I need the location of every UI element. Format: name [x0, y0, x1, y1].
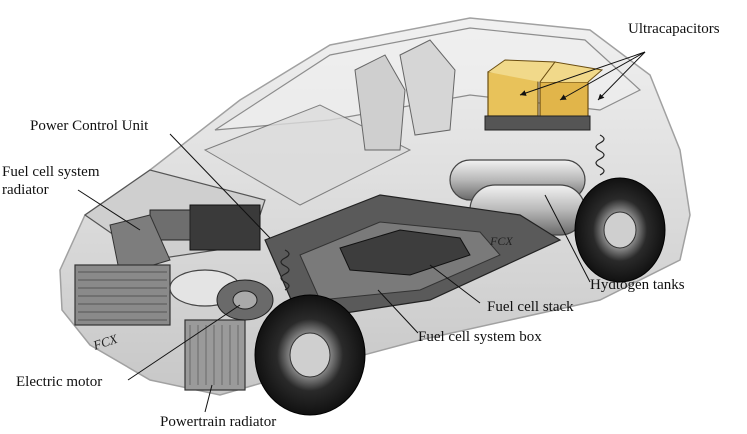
label-hydrogen-tanks: Hydtogen tanks	[590, 277, 685, 293]
label-fuel-cell-system-radiator-line1: Fuel cell system	[2, 164, 100, 180]
label-fuel-cell-system-radiator-line2: radiator	[2, 182, 49, 198]
label-fuel-cell-system-box: Fuel cell system box	[418, 329, 542, 345]
ultracapacitor-pack	[484, 59, 604, 131]
engine-bay	[109, 204, 261, 276]
label-fuel-cell-stack: Fuel cell stack	[487, 299, 574, 315]
leader-lines	[77, 51, 646, 413]
wheels	[254, 177, 666, 416]
label-ultracapacitors: Ultracapacitors	[628, 21, 720, 37]
label-power-control-unit: Power Control Unit	[30, 118, 149, 134]
floor-badge-text: FCX	[489, 234, 513, 248]
front-radiators: FCX	[74, 264, 246, 391]
label-electric-motor: Electric motor	[16, 374, 103, 390]
electric-motor-assembly	[216, 279, 274, 321]
seats	[354, 39, 456, 151]
suspension-springs	[280, 134, 605, 291]
fuel-cell-floor-unit: FCX	[264, 194, 562, 321]
label-powertrain-radiator: Powertrain radiator	[160, 414, 277, 430]
